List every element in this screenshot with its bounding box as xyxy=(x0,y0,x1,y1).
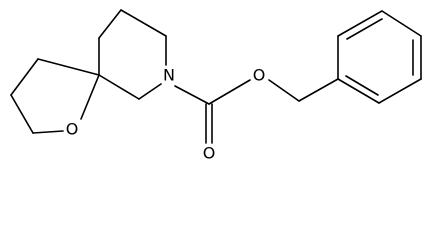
bond-c1-o xyxy=(32,130,64,134)
bond-ph-6-1 xyxy=(337,78,380,104)
carbamate-group xyxy=(174,78,339,144)
carbonyl-oxygen-atom-label: O xyxy=(203,144,216,163)
bond-o-spiro xyxy=(80,74,100,120)
piperidine-ring xyxy=(98,9,167,100)
bond-ch2-phenyl xyxy=(298,78,339,102)
bond-spiro-c3 xyxy=(37,58,100,76)
tetrahydrofuran-ring xyxy=(10,58,100,134)
bond-ester-o-ch2 xyxy=(268,79,300,102)
bond-n-carbonyl-c xyxy=(174,85,210,105)
bond-ph-5-6 xyxy=(378,78,422,104)
chemical-structure: N O O O xyxy=(10,9,422,163)
bond-ph-2-3 xyxy=(337,10,383,37)
bond-n-c8 xyxy=(138,83,162,100)
bond-carbonyl-c-ester-o xyxy=(208,79,251,105)
bond-c6-c7 xyxy=(120,9,167,37)
bond-ph-3-4 xyxy=(381,10,422,37)
bond-c8-spiro xyxy=(98,74,140,100)
bond-ph-inner-c xyxy=(345,75,379,96)
bond-c2-c1 xyxy=(10,94,34,134)
nitrogen-atom-label: N xyxy=(163,66,175,85)
ether-oxygen-atom-label: O xyxy=(66,120,79,139)
benzene-ring xyxy=(337,10,422,104)
ester-oxygen-atom-label: O xyxy=(253,66,266,85)
bond-c3-c2 xyxy=(10,58,39,96)
bond-c4-c5 xyxy=(98,9,122,39)
bond-ph-inner-a xyxy=(346,18,383,40)
